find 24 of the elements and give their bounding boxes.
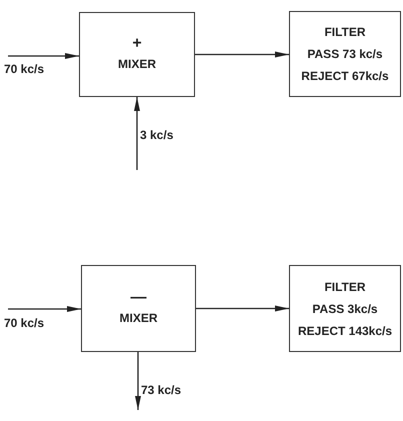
- arrow: [135, 352, 141, 410]
- edge-label: 3 kc/s: [140, 128, 174, 142]
- box-text: PASS 3kc/s: [312, 300, 378, 318]
- filter-box: [289, 11, 401, 97]
- sign-label: +: [132, 34, 142, 52]
- arrow: [8, 53, 79, 59]
- box-text: PASS 73 kc/s: [307, 46, 383, 63]
- mixer-box: [81, 265, 196, 352]
- box-title: FILTER: [324, 24, 366, 41]
- box-text: MIXER: [119, 310, 158, 326]
- box-text: REJECT 67kc/s: [301, 68, 389, 85]
- box-title: FILTER: [324, 278, 366, 296]
- arrow: [196, 306, 289, 312]
- mixer-box: [79, 12, 195, 97]
- sign-label: —: [130, 288, 146, 306]
- edge-label: 70 kc/s: [4, 316, 44, 330]
- arrow: [134, 97, 140, 170]
- box-text: REJECT 143kc/s: [298, 322, 392, 340]
- arrow: [8, 306, 81, 312]
- box-text: MIXER: [118, 56, 156, 72]
- edge-label: 73 kc/s: [141, 383, 182, 397]
- arrow: [195, 52, 289, 58]
- filter-box: [289, 265, 401, 352]
- edge-label: 70 kc/s: [4, 62, 44, 76]
